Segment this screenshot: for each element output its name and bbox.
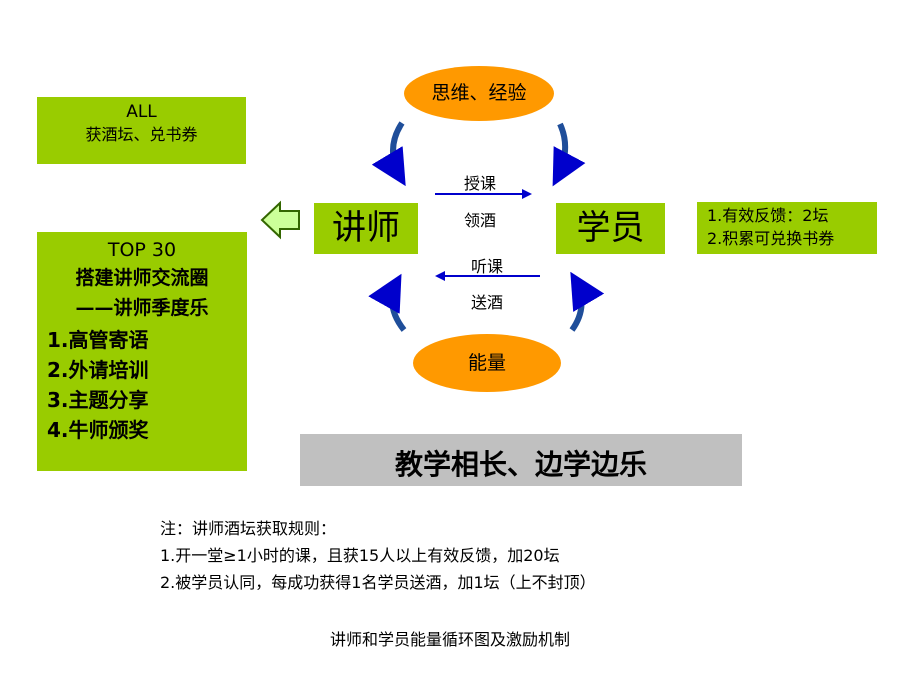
student-node: 学员 (556, 203, 665, 254)
experience-oval: 思维、经验 (404, 66, 554, 121)
student-rule: 1.有效反馈：2坛 (707, 206, 829, 225)
slogan-banner: 教学相长、边学边乐 (300, 434, 742, 486)
curve-arrow-top-left (371, 121, 406, 187)
listen-label: 听课 (470, 257, 503, 276)
top30-subtitle: 搭建讲师交流圈 (75, 267, 209, 289)
top30-list: 1.高管寄语 2.外请培训 3.主题分享 4.牛师颁奖 (37, 325, 247, 445)
receive-wine-label: 领酒 (463, 211, 496, 230)
list-item: 2.外请培训 (47, 358, 149, 382)
energy-oval: 能量 (413, 334, 561, 392)
notes-rule: 2.被学员认同，每成功获得1名学员送酒，加1坛（上不封顶） (160, 573, 596, 592)
reward-box-title: ALL (126, 102, 157, 122)
list-item: 3.主题分享 (47, 388, 149, 412)
give-wine-label: 送酒 (470, 293, 503, 312)
teach-label: 授课 (463, 174, 496, 193)
top30-box: TOP 30 搭建讲师交流圈 ——讲师季度乐 1.高管寄语 2.外请培训 3.主… (37, 232, 247, 471)
curve-arrow-bottom-left (368, 273, 407, 332)
teacher-node: 讲师 (314, 203, 418, 254)
student-rule: 2.积累可兑换书券 (707, 229, 835, 248)
top30-subtitle-2: ——讲师季度乐 (75, 297, 209, 319)
top30-title: TOP 30 (107, 239, 177, 261)
reward-box-text: 获酒坛、兑书券 (85, 125, 198, 144)
reward-box: ALL 获酒坛、兑书券 (37, 97, 246, 164)
left-arrow-icon (260, 200, 300, 240)
curve-arrow-top-right (552, 122, 586, 187)
list-item: 4.牛师颁奖 (47, 418, 149, 442)
notes-heading: 注：讲师酒坛获取规则： (160, 519, 337, 538)
list-item: 1.高管寄语 (47, 328, 149, 352)
notes: 注：讲师酒坛获取规则： 1.开一堂≥1小时的课，且获15人以上有效反馈，加20坛… (160, 515, 596, 596)
student-rules-box: 1.有效反馈：2坛 2.积累可兑换书券 (697, 202, 877, 254)
figure-caption: 讲师和学员能量循环图及激励机制 (329, 630, 570, 649)
notes-rule: 1.开一堂≥1小时的课，且获15人以上有效反馈，加20坛 (160, 546, 560, 565)
curve-arrow-bottom-right (569, 271, 605, 332)
